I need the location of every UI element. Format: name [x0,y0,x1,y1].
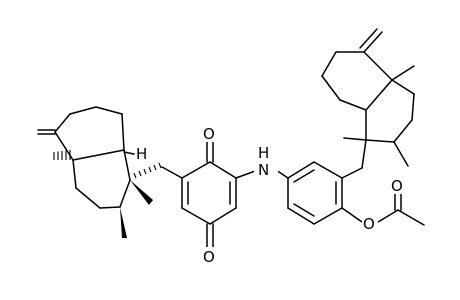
left-decalin: H [37,106,183,238]
wedge-methyl-bond [130,180,153,205]
hashed-methyl-bond [53,150,71,160]
benzyl-to-decalin-bond [361,139,367,169]
amine-hydrogen-label: H [258,144,269,162]
acetyl-carbonyl-oxygen-label: O [391,177,403,195]
benzyl-ch2-bond [341,167,363,179]
right-decalin [321,28,415,167]
carbonyl-oxygen-bottom: O [203,248,215,266]
aryl-ring [287,161,343,225]
acetate-group [341,191,425,226]
ester-oxygen-label: O [363,215,375,233]
stereo-hydrogen-label: H [136,145,147,163]
nitrogen-label: N [258,161,269,179]
quinone-ring [181,139,237,248]
hashed-linker-bond [133,162,162,179]
wedge-methyl-bond-lower [120,207,127,238]
carbonyl-oxygen-top: O [203,125,215,143]
